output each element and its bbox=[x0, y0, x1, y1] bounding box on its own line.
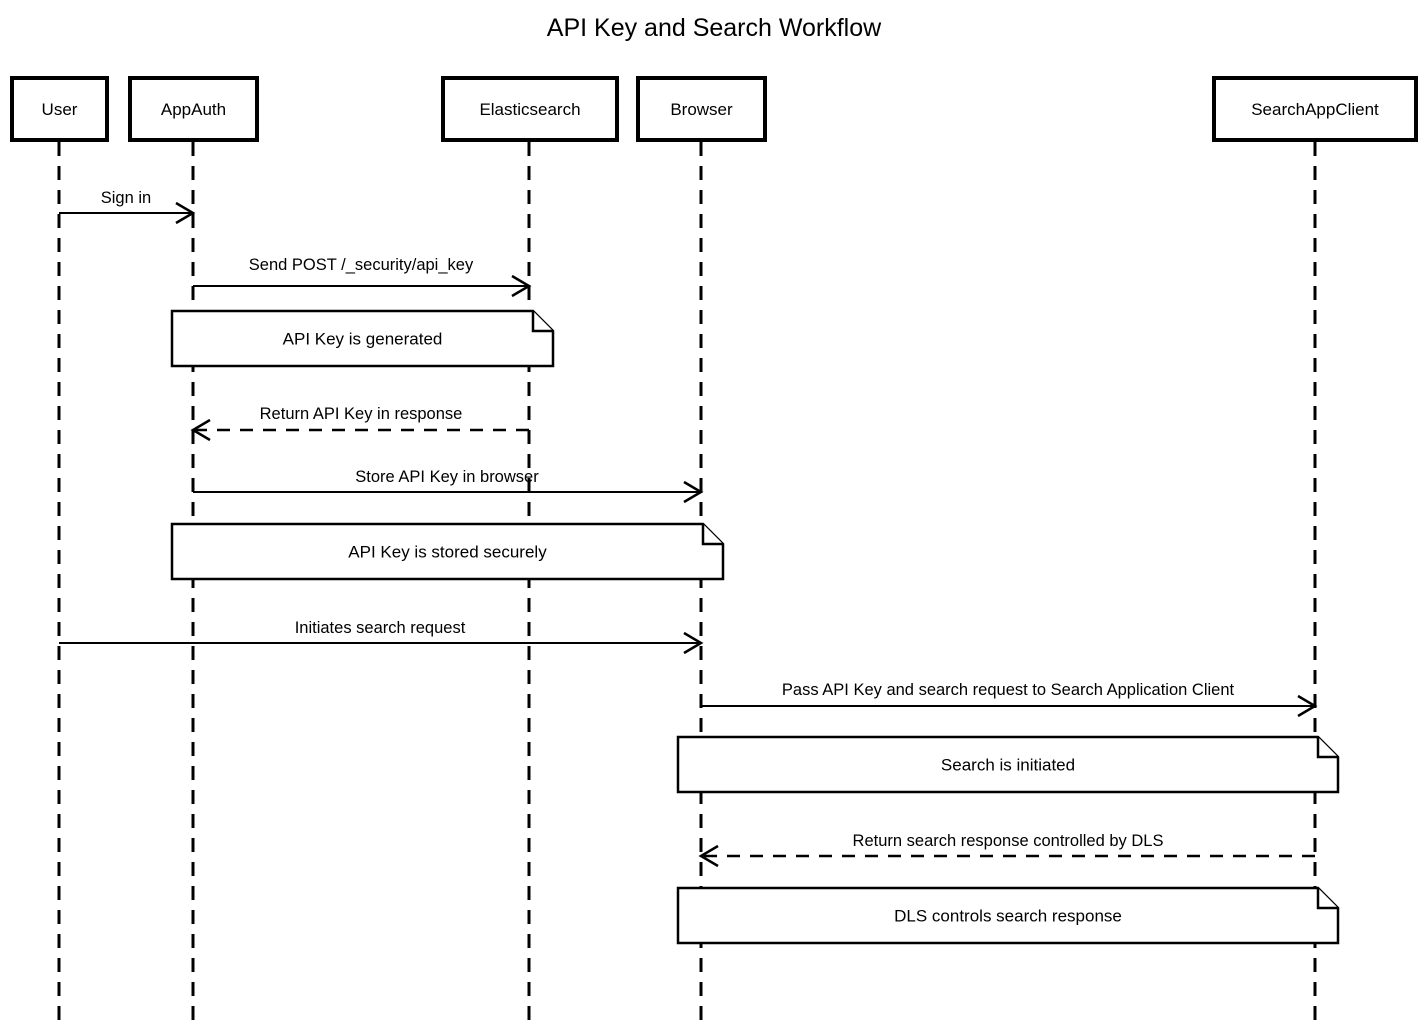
message-label-10: Return search response controlled by DLS bbox=[853, 832, 1164, 850]
participant-box-browser bbox=[636, 76, 767, 142]
note-fold-corner-icon bbox=[1316, 888, 1338, 910]
participant-box-searchappclient bbox=[1212, 76, 1418, 142]
message-7: Initiates search request bbox=[59, 619, 704, 655]
note-label-3: API Key is generated bbox=[283, 330, 443, 349]
participant-elasticsearch[interactable]: Elasticsearch bbox=[441, 76, 619, 142]
note-body-9 bbox=[676, 735, 1340, 794]
message-label-2: Send POST /_security/api_key bbox=[249, 256, 474, 274]
diagram-title: API Key and Search Workflow bbox=[547, 14, 882, 42]
participant-label-appauth: AppAuth bbox=[161, 100, 226, 119]
participant-label-user: User bbox=[42, 100, 78, 119]
message-label-8: Pass API Key and search request to Searc… bbox=[782, 681, 1235, 699]
participant-appauth[interactable]: AppAuth bbox=[128, 76, 259, 142]
note-body-6 bbox=[170, 522, 725, 581]
lifelines-group bbox=[57, 142, 1317, 1027]
participant-box-elasticsearch bbox=[441, 76, 619, 142]
note-3: API Key is generated bbox=[170, 309, 555, 368]
participant-browser[interactable]: Browser bbox=[636, 76, 767, 142]
arrow-head-icon bbox=[175, 201, 196, 225]
message-label-5: Store API Key in browser bbox=[355, 468, 539, 486]
participant-label-browser: Browser bbox=[670, 100, 733, 119]
note-label-9: Search is initiated bbox=[941, 756, 1075, 775]
message-5: Store API Key in browser bbox=[193, 468, 704, 504]
note-fold-corner-icon bbox=[531, 311, 553, 333]
arrow-head-icon bbox=[698, 844, 719, 868]
message-1: Sign in bbox=[59, 189, 196, 225]
note-9: Search is initiated bbox=[676, 735, 1340, 794]
arrow-head-icon bbox=[190, 418, 211, 442]
participant-searchappclient[interactable]: SearchAppClient bbox=[1212, 76, 1418, 142]
arrow-head-icon bbox=[1297, 694, 1318, 718]
message-10: Return search response controlled by DLS bbox=[698, 832, 1315, 868]
message-label-1: Sign in bbox=[101, 189, 151, 207]
arrow-head-icon bbox=[683, 480, 704, 504]
message-label-4: Return API Key in response bbox=[260, 405, 463, 423]
arrow-head-icon bbox=[683, 631, 704, 655]
note-body-3 bbox=[170, 309, 555, 368]
message-2: Send POST /_security/api_key bbox=[193, 256, 532, 298]
message-4: Return API Key in response bbox=[190, 405, 529, 442]
participant-label-elasticsearch: Elasticsearch bbox=[479, 100, 580, 119]
participant-boxes-group: User AppAuth Elasticsearch Browser SearchApp… bbox=[10, 76, 1418, 142]
note-fold-corner-icon bbox=[1316, 737, 1338, 759]
note-11: DLS controls search response bbox=[676, 886, 1340, 945]
note-label-11: DLS controls search response bbox=[894, 907, 1122, 926]
note-label-6: API Key is stored securely bbox=[348, 543, 547, 562]
message-label-7: Initiates search request bbox=[295, 619, 466, 637]
participant-user[interactable]: User bbox=[10, 76, 109, 142]
participant-box-appauth bbox=[128, 76, 259, 142]
arrow-head-icon bbox=[511, 274, 532, 298]
note-6: API Key is stored securely bbox=[170, 522, 725, 581]
note-fold-corner-icon bbox=[701, 524, 723, 546]
participant-box-user bbox=[10, 76, 109, 142]
message-8: Pass API Key and search request to Searc… bbox=[701, 681, 1318, 718]
note-body-11 bbox=[676, 886, 1340, 945]
participant-label-searchappclient: SearchAppClient bbox=[1251, 100, 1379, 119]
